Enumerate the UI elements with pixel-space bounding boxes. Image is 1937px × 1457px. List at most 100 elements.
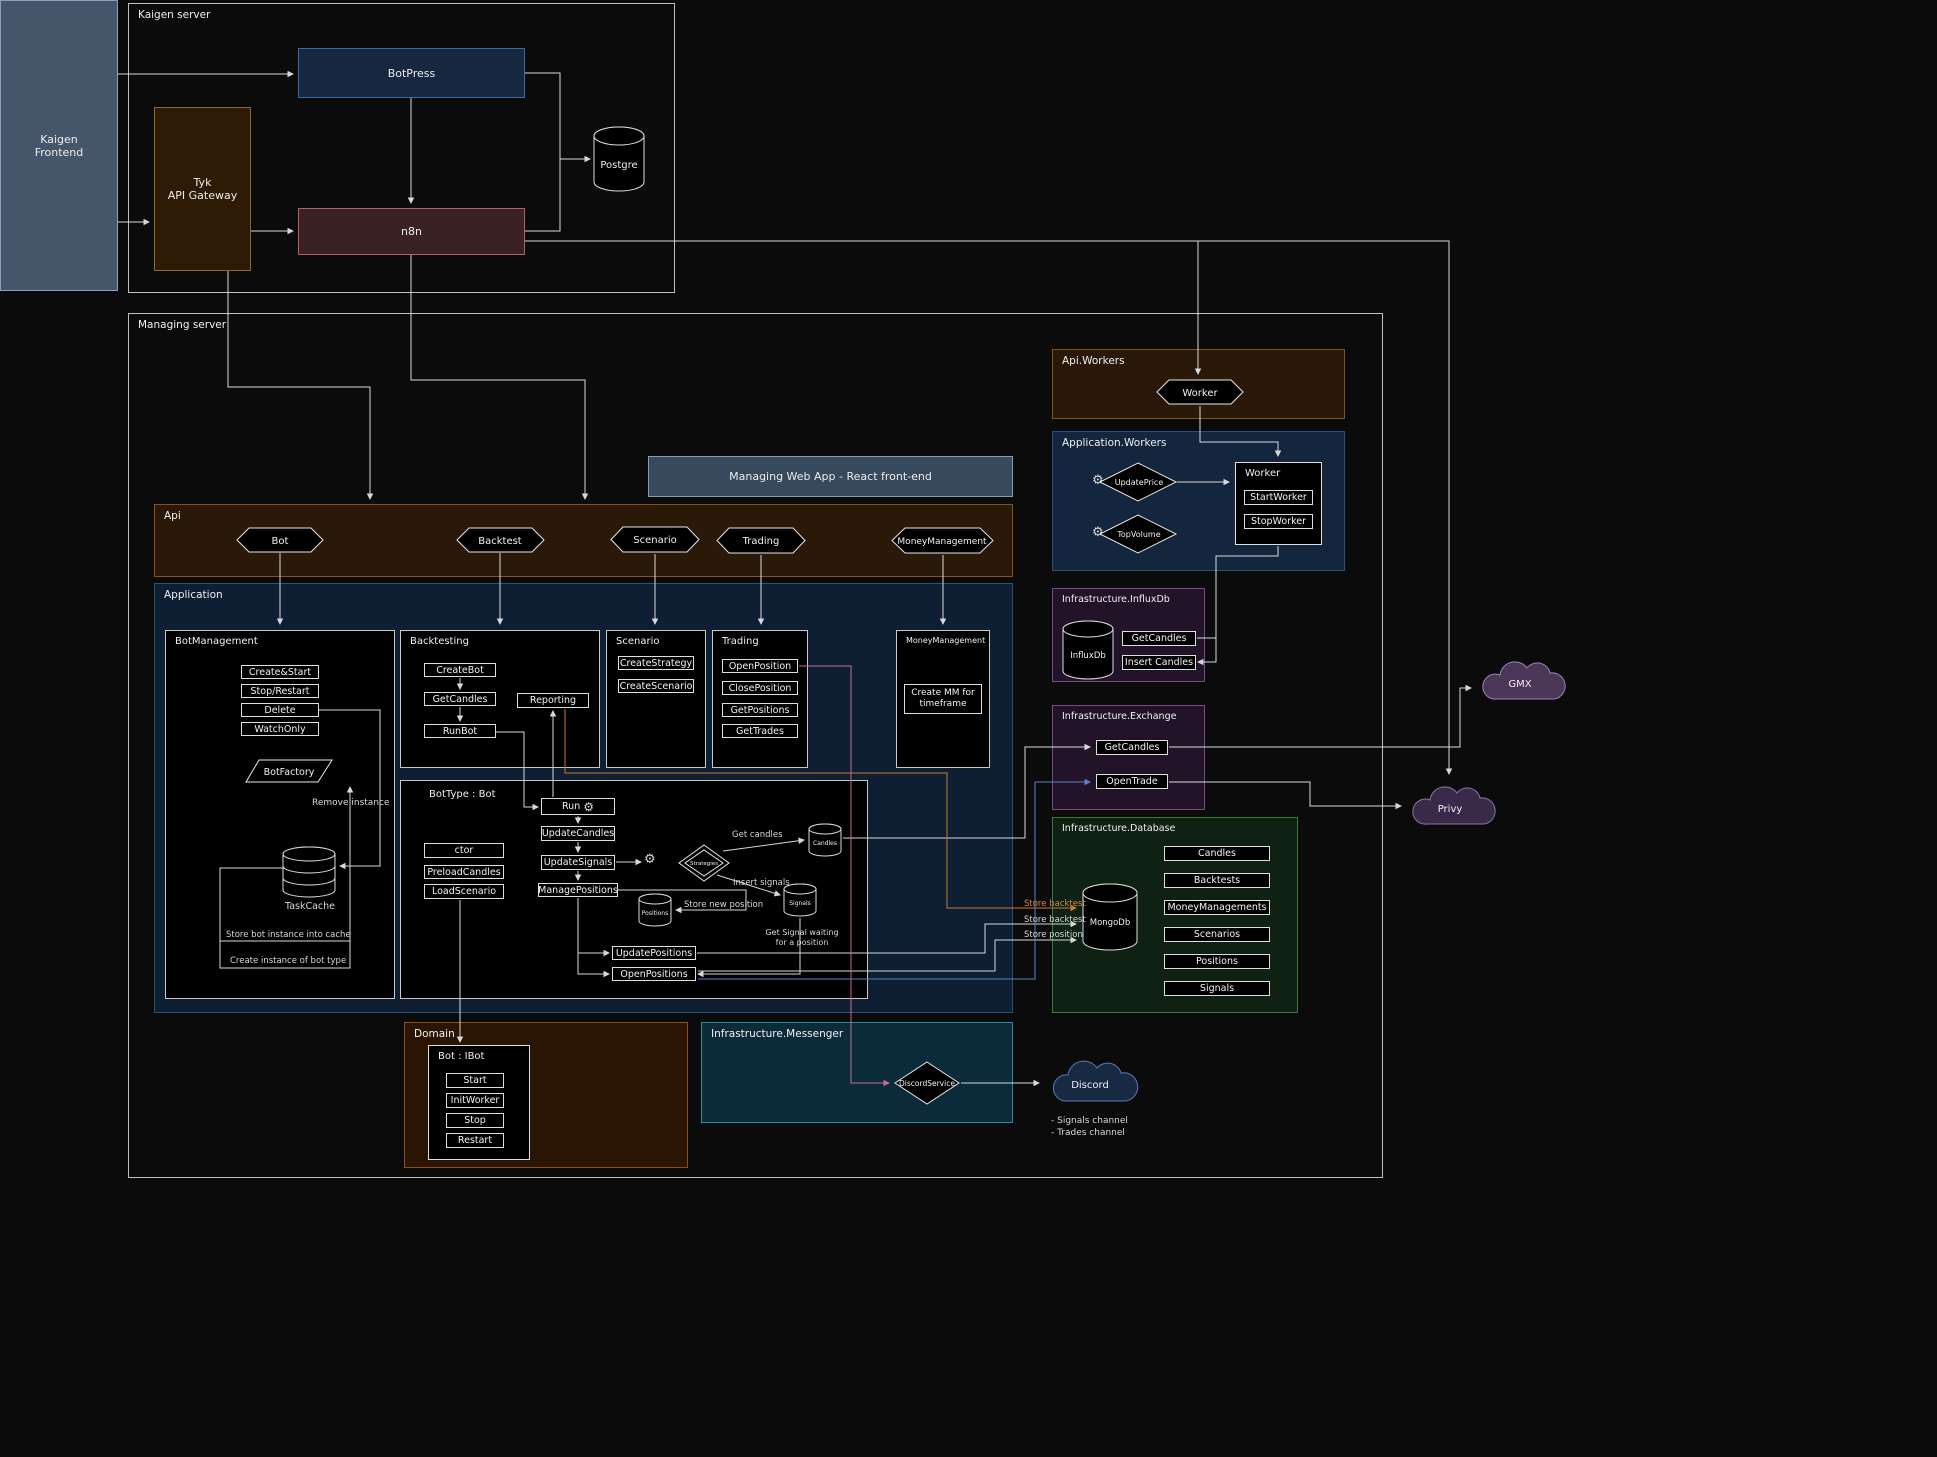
- manage-positions-method[interactable]: ManagePositions: [538, 883, 618, 897]
- delete-method[interactable]: Delete: [241, 703, 319, 717]
- load-scenario-method[interactable]: LoadScenario: [424, 884, 504, 899]
- db-collection-scenarios[interactable]: Scenarios: [1164, 927, 1270, 942]
- store-position-label: Store position: [1024, 930, 1083, 940]
- db-collection-candles[interactable]: Candles: [1164, 846, 1270, 861]
- influxdb-db[interactable]: InfluxDb: [1062, 620, 1114, 680]
- bot-factory-node[interactable]: BotFactory: [245, 759, 333, 783]
- api-endpoint-trading[interactable]: Trading: [716, 527, 806, 554]
- stop-worker-method[interactable]: StopWorker: [1244, 514, 1313, 529]
- influx-get-candles-method[interactable]: GetCandles: [1122, 631, 1196, 646]
- kaigen-server-container: Kaigen server: [128, 3, 675, 293]
- gear-icon: ⚙: [583, 799, 594, 814]
- exchange-open-trade-method[interactable]: OpenTrade: [1096, 774, 1168, 789]
- task-cache-label: TaskCache: [284, 901, 336, 912]
- svg-text:Worker: Worker: [1182, 388, 1218, 399]
- botpress-node[interactable]: BotPress: [298, 48, 525, 98]
- create-mm-label: Create MM for timeframe: [911, 688, 975, 709]
- ctor-label: ctor: [454, 845, 474, 856]
- update-candles-method[interactable]: UpdateCandles: [541, 826, 615, 841]
- create-instance-label: Create instance of bot type: [230, 956, 347, 966]
- api-workers-title: Api.Workers: [1062, 355, 1125, 367]
- get-candles-method[interactable]: GetCandles: [424, 692, 496, 706]
- db-collection-positions[interactable]: Positions: [1164, 954, 1270, 969]
- n8n-node[interactable]: n8n: [298, 208, 525, 255]
- bot-initworker-label: InitWorker: [450, 1095, 500, 1106]
- privy-cloud[interactable]: Privy: [1406, 779, 1496, 833]
- db-collection-backtests[interactable]: Backtests: [1164, 873, 1270, 888]
- bot-initworker-method[interactable]: InitWorker: [446, 1093, 504, 1108]
- update-signals-label: UpdateSignals: [543, 857, 613, 868]
- open-position-method[interactable]: OpenPosition: [722, 659, 798, 673]
- bot-stop-method[interactable]: Stop: [446, 1113, 504, 1128]
- get-positions-label: GetPositions: [730, 704, 790, 716]
- exchange-open-trade-label: OpenTrade: [1106, 776, 1158, 787]
- stop-restart-method[interactable]: Stop/Restart: [241, 684, 319, 698]
- gmx-cloud[interactable]: GMX: [1476, 654, 1566, 708]
- create-scenario-label: CreateScenario: [619, 680, 693, 692]
- open-positions-method[interactable]: OpenPositions: [612, 967, 696, 981]
- preload-candles-method[interactable]: PreloadCandles: [424, 865, 504, 879]
- ctor-method[interactable]: ctor: [424, 843, 504, 858]
- gear-icon: ⚙: [1092, 473, 1104, 488]
- exchange-title: Infrastructure.Exchange: [1062, 711, 1177, 722]
- postgre-db[interactable]: Postgre: [593, 126, 645, 192]
- run-method[interactable]: Run ⚙: [541, 798, 615, 815]
- exchange-get-candles-method[interactable]: GetCandles: [1096, 740, 1168, 755]
- trading-title: Trading: [722, 636, 759, 647]
- bot-start-method[interactable]: Start: [446, 1073, 504, 1088]
- svg-text:Scenario: Scenario: [633, 535, 676, 546]
- task-cache-db[interactable]: [282, 846, 336, 898]
- db-collection-signals[interactable]: Signals: [1164, 981, 1270, 996]
- update-signals-method[interactable]: UpdateSignals: [541, 855, 615, 870]
- worker-box-title: Worker: [1245, 468, 1281, 479]
- create-bot-method[interactable]: CreateBot: [424, 663, 496, 677]
- open-positions-label: OpenPositions: [620, 968, 688, 980]
- create-mm-method[interactable]: Create MM for timeframe: [904, 684, 982, 714]
- api-endpoint-backtest[interactable]: Backtest: [456, 527, 545, 553]
- update-price-node[interactable]: UpdatePrice: [1098, 462, 1178, 502]
- discord-channels-label: - Signals channel - Trades channel: [1051, 1116, 1128, 1138]
- db-collection-moneymanagements[interactable]: MoneyManagements: [1164, 900, 1270, 915]
- close-position-method[interactable]: ClosePosition: [722, 681, 798, 695]
- api-endpoint-scenario[interactable]: Scenario: [610, 526, 700, 553]
- bot-restart-method[interactable]: Restart: [446, 1133, 504, 1148]
- get-trades-method[interactable]: GetTrades: [722, 724, 798, 738]
- candles-db[interactable]: Candles: [808, 823, 842, 857]
- create-scenario-method[interactable]: CreateScenario: [618, 679, 694, 693]
- mongodb-db[interactable]: MongoDb: [1082, 883, 1138, 951]
- api-worker-node[interactable]: Worker: [1156, 379, 1244, 405]
- positions-db[interactable]: Positions: [638, 893, 672, 927]
- stop-restart-label: Stop/Restart: [250, 685, 310, 697]
- influx-insert-candles-method[interactable]: Insert Candles: [1122, 655, 1196, 670]
- svg-text:UpdatePrice: UpdatePrice: [1115, 478, 1164, 487]
- messenger-title: Infrastructure.Messenger: [711, 1028, 844, 1040]
- get-positions-method[interactable]: GetPositions: [722, 703, 798, 717]
- api-endpoint-moneymanagement[interactable]: MoneyManagement: [891, 527, 994, 554]
- database-title: Infrastructure.Database: [1062, 823, 1176, 834]
- start-worker-method[interactable]: StartWorker: [1244, 490, 1313, 505]
- update-positions-method[interactable]: UpdatePositions: [612, 946, 696, 960]
- watchonly-method[interactable]: WatchOnly: [241, 722, 319, 736]
- managing-web-app-node[interactable]: Managing Web App - React front-end: [648, 456, 1013, 497]
- strategies-node[interactable]: Strategies: [678, 844, 730, 882]
- create-strategy-method[interactable]: CreateStrategy: [618, 656, 694, 670]
- bot-type-title: BotType : Bot: [429, 789, 496, 800]
- api-endpoint-bot[interactable]: Bot: [236, 527, 324, 553]
- create-start-method[interactable]: Create&Start: [241, 665, 319, 679]
- discord-cloud[interactable]: Discord: [1043, 1053, 1139, 1111]
- kaigen-frontend-node[interactable]: Kaigen Frontend: [0, 0, 118, 291]
- delete-label: Delete: [264, 704, 296, 716]
- db-moneymanagements-label: MoneyManagements: [1167, 902, 1267, 913]
- db-positions-label: Positions: [1196, 956, 1238, 967]
- managing-web-app-label: Managing Web App - React front-end: [729, 470, 932, 483]
- top-volume-node[interactable]: TopVolume: [1098, 514, 1178, 554]
- svg-text:MoneyManagement: MoneyManagement: [897, 537, 987, 547]
- svg-text:Trading: Trading: [742, 536, 780, 547]
- reporting-method[interactable]: Reporting: [517, 693, 589, 708]
- influx-get-candles-label: GetCandles: [1131, 633, 1187, 644]
- update-positions-label: UpdatePositions: [615, 947, 693, 959]
- n8n-label: n8n: [401, 225, 422, 238]
- discord-service-node[interactable]: DiscordService: [894, 1061, 960, 1105]
- run-bot-method[interactable]: RunBot: [424, 724, 496, 738]
- tyk-api-gateway-node[interactable]: Tyk API Gateway: [154, 107, 251, 271]
